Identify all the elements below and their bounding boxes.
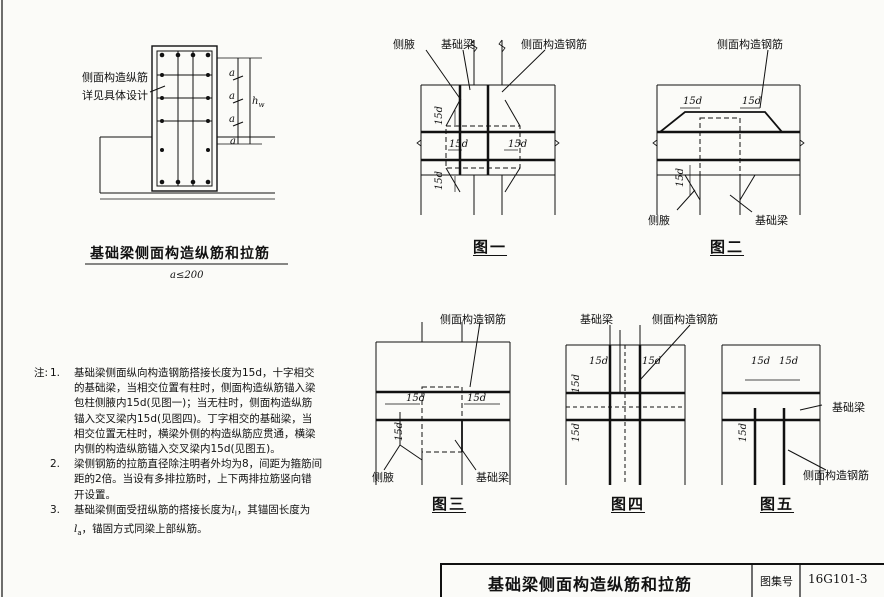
lap-15d-label: 15d [449, 139, 469, 150]
side-rebar-label: 侧面构造钢筋 [521, 38, 587, 51]
lap-15d-label: 15d [406, 393, 426, 404]
spacing-a-label: a [230, 136, 236, 147]
spacing-a-label: a [229, 91, 235, 102]
notes-prefix: 注: [34, 367, 49, 379]
foundation-beam-label: 基础梁 [580, 313, 613, 326]
lap-15d-label: 15d [434, 170, 446, 191]
side-rebar-label: 侧面构造钢筋 [440, 313, 506, 326]
lap-15d-label: 15d [571, 373, 583, 394]
figure-5-drawing [721, 344, 827, 485]
lap-15d-label: 15d [571, 422, 583, 443]
haunch-label: 侧腋 [372, 471, 394, 484]
side-bars-note-line1: 侧面构造纵筋 [82, 71, 148, 84]
title-block-title: 基础梁侧面构造纵筋和拉筋 [488, 575, 693, 594]
note-item: 注: 1. 基础梁侧面纵向构造钢筋搭接长度为15d，十字相交 的基础梁，当相交位… [34, 367, 316, 456]
figure-1-drawing [416, 39, 560, 215]
foundation-beam-label: 基础梁 [476, 471, 509, 484]
atlas-number: 16G101-3 [808, 572, 868, 586]
note-item: 3. 基础梁侧面受扭纵筋的搭接长度为ll，其锚固长度为 la，锚固方式同梁上部纵… [50, 503, 311, 538]
lap-15d-label: 15d [589, 356, 609, 367]
lap-15d-label: 15d [508, 139, 528, 150]
lap-15d-label: 15d [642, 356, 662, 367]
title-block [440, 563, 884, 597]
lap-15d-label: 15d [434, 105, 446, 126]
lap-15d-label: 15d [751, 356, 771, 367]
haunch-label: 侧腋 [648, 214, 670, 227]
figure-2-caption: 图二 [710, 238, 745, 256]
beam-section-drawing [99, 45, 275, 200]
side-rebar-label: 侧面构造钢筋 [652, 313, 718, 326]
figure-3-drawing [375, 321, 511, 485]
figure-2-drawing [652, 49, 805, 215]
main-figure-title: 基础梁侧面构造纵筋和拉筋 [90, 246, 270, 262]
side-bars-note-line2: 详见具体设计 [82, 89, 148, 102]
notes-block: 注: 1. 基础梁侧面纵向构造钢筋搭接长度为15d，十字相交 的基础梁，当相交位… [34, 366, 334, 541]
main-figure-subtitle: a≤200 [170, 270, 204, 281]
lap-15d-label: 15d [742, 96, 762, 107]
foundation-beam-label: 基础梁 [441, 38, 474, 51]
lap-15d-label: 15d [394, 421, 406, 442]
note-item: 2. 梁侧钢筋的拉筋直径除注明者外均为8，间距为箍筋间 距的2倍。当设有多排拉筋… [50, 458, 323, 501]
atlas-label: 图集号 [760, 575, 793, 588]
height-hw-label: hw [252, 96, 265, 109]
lap-15d-label: 15d [467, 393, 487, 404]
haunch-label: 侧腋 [393, 38, 415, 51]
foundation-beam-label: 基础梁 [832, 401, 865, 414]
figure-1-caption: 图一 [473, 238, 508, 256]
figure-5-caption: 图五 [760, 495, 795, 513]
side-rebar-label: 侧面构造钢筋 [803, 469, 869, 482]
figure-3-caption: 图三 [432, 495, 467, 513]
spacing-a-label: a [229, 114, 235, 125]
figure-4-drawing [565, 324, 691, 485]
lap-15d-label: 15d [683, 96, 703, 107]
foundation-beam-label: 基础梁 [755, 214, 788, 227]
side-rebar-label: 侧面构造钢筋 [717, 38, 783, 51]
spacing-a-label: a [229, 68, 235, 79]
lap-15d-label: 15d [738, 422, 750, 443]
figure-4-caption: 图四 [611, 495, 646, 513]
lap-15d-label: 15d [675, 167, 687, 188]
lap-15d-label: 15d [779, 356, 799, 367]
